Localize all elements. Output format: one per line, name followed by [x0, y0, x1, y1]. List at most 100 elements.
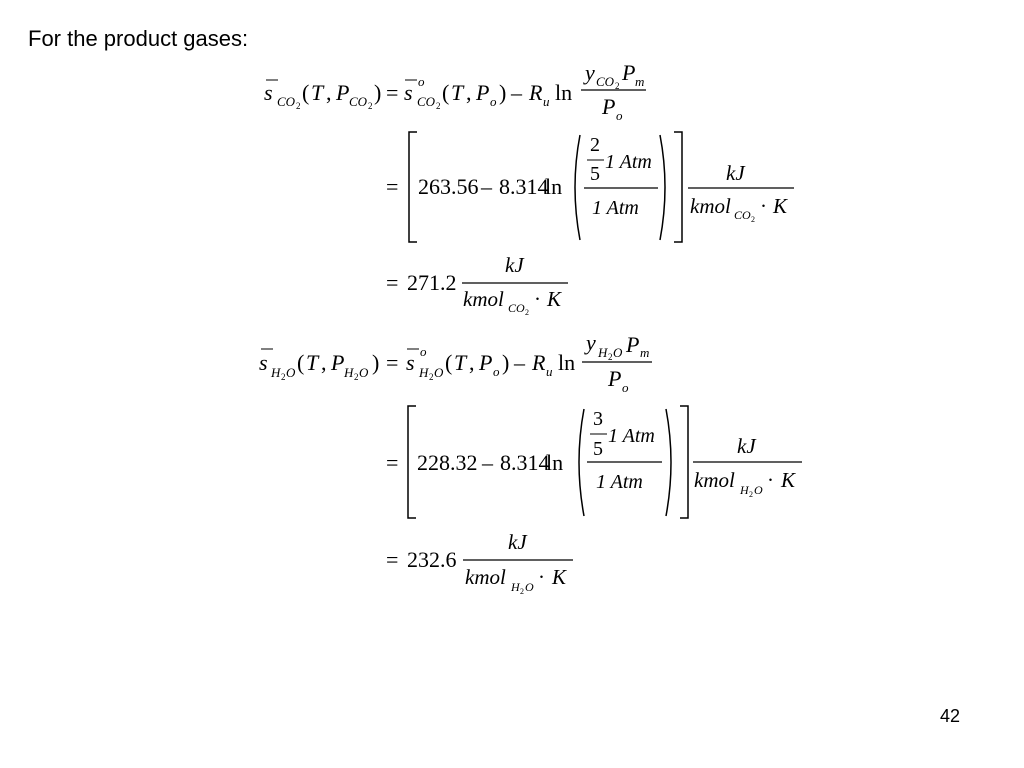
svg-text:kJ: kJ [508, 530, 528, 554]
svg-text:=: = [386, 547, 398, 572]
svg-text:2: 2 [749, 490, 753, 499]
svg-text:kJ: kJ [505, 253, 525, 277]
svg-text:=: = [386, 174, 398, 199]
svg-text:·: · [538, 565, 545, 589]
svg-text:ln: ln [545, 174, 562, 199]
svg-text:–: – [481, 450, 494, 475]
svg-text:T: T [306, 350, 320, 375]
svg-text:2: 2 [368, 101, 373, 111]
svg-text:): ) [502, 350, 509, 375]
svg-text:kmol: kmol [694, 468, 735, 492]
svg-text:(: ( [445, 350, 452, 375]
svg-text:=: = [386, 270, 398, 295]
svg-text:P: P [475, 80, 489, 105]
svg-text:H: H [510, 580, 521, 594]
svg-text:H: H [343, 365, 354, 380]
svg-text:(: ( [297, 350, 304, 375]
svg-text:K: K [551, 565, 567, 589]
pressure-symbol: P [335, 80, 349, 105]
svg-text:P: P [601, 94, 615, 119]
svg-text:R: R [531, 350, 546, 375]
h2o-pressure-num: 1 Atm [608, 425, 655, 447]
svg-text:,: , [469, 350, 475, 375]
svg-text:kmol: kmol [465, 565, 506, 589]
svg-text:2: 2 [525, 308, 529, 317]
svg-text:=: = [386, 80, 398, 105]
svg-text:·: · [760, 194, 767, 218]
svg-text:CO: CO [508, 301, 525, 315]
svg-text:): ) [499, 80, 506, 105]
h2o-result: 232.6 [407, 547, 457, 572]
svg-text:(: ( [302, 80, 309, 105]
svg-text:O: O [525, 580, 534, 594]
svg-text:o: o [418, 74, 425, 89]
svg-text:T: T [454, 350, 468, 375]
h2o-entropy-equation: s H 2 O ( T , P H 2 O ) = s o H 2 O ( T … [259, 330, 802, 596]
co2-entropy-equation: s CO 2 ( T , P CO 2 ) = s o CO 2 ( T , P… [264, 60, 794, 317]
co2-label: CO [277, 94, 296, 109]
svg-text:=: = [386, 350, 398, 375]
svg-text:kmol: kmol [463, 287, 504, 311]
h2o-mole-fraction-num: 3 [593, 408, 603, 430]
svg-text:y: y [583, 60, 595, 85]
svg-text:O: O [613, 345, 623, 360]
svg-text:K: K [780, 468, 796, 492]
co2-mole-fraction-den: 5 [590, 163, 600, 185]
h2o-pressure-den: 1 Atm [596, 471, 643, 493]
svg-text:ln: ln [555, 80, 572, 105]
svg-text:o: o [622, 380, 629, 395]
svg-text:CO: CO [349, 94, 368, 109]
svg-text:H: H [418, 365, 429, 380]
svg-text:P: P [330, 350, 344, 375]
svg-text:u: u [546, 364, 553, 379]
svg-text:P: P [607, 366, 621, 391]
svg-text:·: · [534, 287, 541, 311]
svg-text:T: T [451, 80, 465, 105]
svg-text:–: – [480, 174, 493, 199]
svg-text:(: ( [442, 80, 449, 105]
s-bar-symbol: s [264, 80, 273, 105]
svg-text:2: 2 [751, 215, 755, 224]
svg-text:P: P [621, 60, 635, 85]
svg-text:,: , [321, 350, 327, 375]
svg-text:K: K [772, 194, 788, 218]
h2o-mole-fraction-den: 5 [593, 438, 603, 460]
svg-text:–: – [510, 80, 523, 105]
co2-mole-fraction-num: 2 [590, 134, 600, 156]
svg-text:u: u [543, 94, 550, 109]
co2-ru-value: 8.314 [499, 174, 549, 199]
svg-text:CO: CO [417, 94, 436, 109]
gas-constant-symbol: R [528, 80, 543, 105]
svg-text:H: H [739, 483, 750, 497]
svg-text:o: o [493, 364, 500, 379]
svg-text:2: 2 [436, 101, 441, 111]
slide-heading: For the product gases: [28, 26, 249, 51]
co2-pressure-den: 1 Atm [592, 197, 639, 219]
svg-text:·: · [767, 468, 774, 492]
h2o-ru-value: 8.314 [500, 450, 550, 475]
svg-text:): ) [372, 350, 379, 375]
svg-text:H: H [597, 345, 608, 360]
svg-text:O: O [359, 365, 369, 380]
svg-text:P: P [478, 350, 492, 375]
svg-text:m: m [640, 345, 649, 360]
svg-text:2: 2 [354, 372, 359, 382]
svg-text:O: O [754, 483, 763, 497]
co2-result: 271.2 [407, 270, 457, 295]
svg-text:ln: ln [546, 450, 563, 475]
svg-text:s: s [406, 350, 415, 375]
svg-text:=: = [386, 450, 398, 475]
svg-text:s: s [259, 350, 268, 375]
svg-text:o: o [616, 108, 623, 123]
svg-text:s: s [404, 80, 413, 105]
svg-text:kJ: kJ [726, 161, 746, 185]
co2-pressure-num: 1 Atm [605, 151, 652, 173]
svg-text:O: O [434, 365, 444, 380]
co2-standard-entropy: 263.56 [418, 174, 479, 199]
svg-text:–: – [513, 350, 526, 375]
page-number: 42 [940, 706, 961, 726]
svg-text:O: O [286, 365, 296, 380]
svg-text:o: o [420, 344, 427, 359]
svg-text:2: 2 [608, 352, 613, 362]
svg-text:kJ: kJ [737, 434, 757, 458]
